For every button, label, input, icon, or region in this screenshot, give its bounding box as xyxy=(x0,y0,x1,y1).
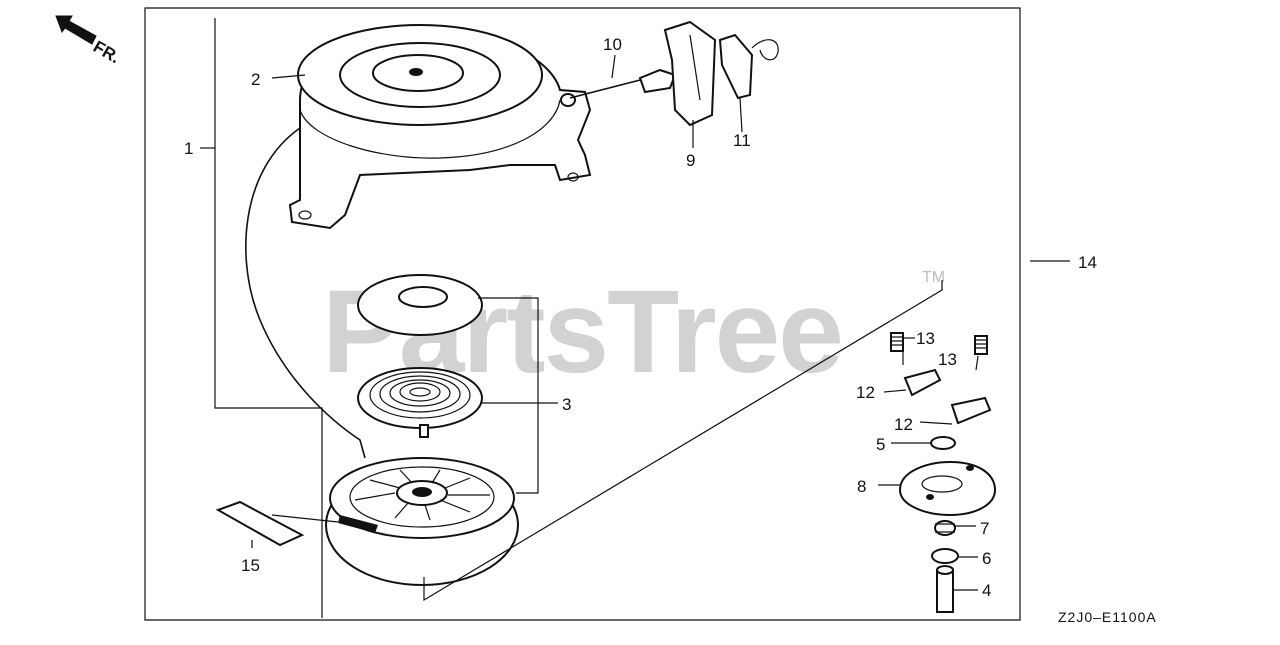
recoil-spring xyxy=(357,367,483,438)
starter-rope-upper xyxy=(569,79,641,99)
rope-clip xyxy=(718,33,779,100)
setting-nut xyxy=(931,548,959,564)
callout-11: 11 xyxy=(733,131,751,150)
drawing-code: Z2J0–E1100A xyxy=(1058,609,1157,625)
callout-15: 15 xyxy=(241,556,260,575)
center-bolt xyxy=(936,565,954,613)
group-bracket-1 xyxy=(214,18,323,618)
caution-label xyxy=(215,500,305,547)
ratchet-pawl-lower xyxy=(950,396,992,425)
callout-7: 7 xyxy=(980,519,989,538)
callout-14: 14 xyxy=(1078,253,1097,272)
callout-13-right: 13 xyxy=(938,350,957,369)
watermark-trademark: TM xyxy=(922,269,945,286)
leader-15-reel xyxy=(271,514,339,523)
callout-5: 5 xyxy=(876,435,885,454)
assembly-frame xyxy=(144,7,1021,621)
front-arrow-icon xyxy=(55,15,97,45)
callout-13-left: 13 xyxy=(916,329,935,348)
starter-case xyxy=(288,24,592,230)
leader-lines xyxy=(200,54,1070,591)
friction-spring xyxy=(934,520,956,536)
callout-9: 9 xyxy=(686,151,695,170)
callout-12-lower: 12 xyxy=(894,415,913,434)
ratchet-pawl-upper xyxy=(903,368,942,397)
callout-10: 10 xyxy=(603,35,622,54)
starter-reel xyxy=(325,457,519,586)
washer-hole xyxy=(398,286,448,308)
ratchet-spring-left xyxy=(890,332,904,352)
callout-2: 2 xyxy=(251,70,260,89)
callout-4: 4 xyxy=(982,581,991,600)
callout-12-upper: 12 xyxy=(856,383,875,402)
orientation-label: FR. xyxy=(90,37,123,67)
starter-grip xyxy=(638,20,717,127)
small-washer xyxy=(930,436,956,450)
ratchet-guide xyxy=(898,460,997,517)
callout-8: 8 xyxy=(857,477,866,496)
group-bracket-14 xyxy=(423,280,943,602)
callout-6: 6 xyxy=(982,549,991,568)
callout-3: 3 xyxy=(562,395,571,414)
starter-rope xyxy=(245,127,366,459)
ratchet-spring-right xyxy=(974,335,988,355)
callout-1: 1 xyxy=(184,139,193,158)
